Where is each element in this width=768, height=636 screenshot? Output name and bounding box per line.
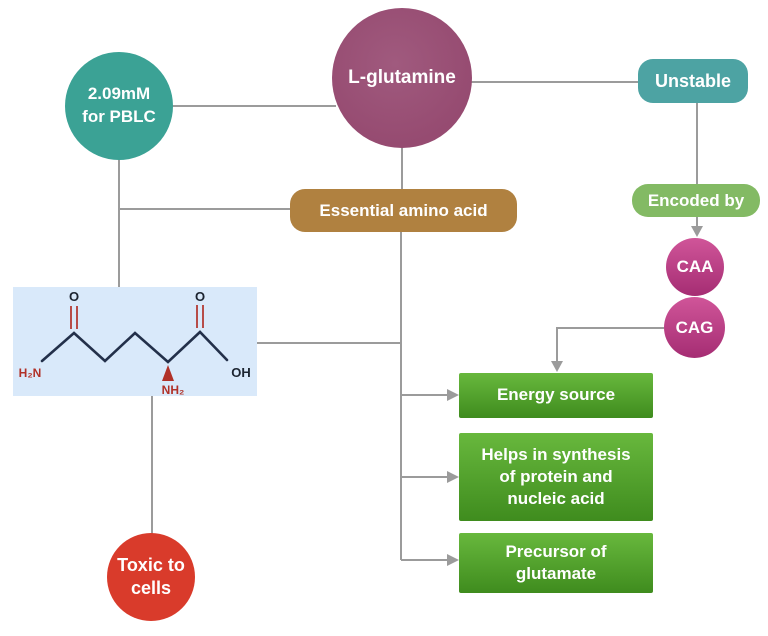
glutamine-structure-drawing: O O H₂N NH₂ OH (19, 289, 251, 396)
encoded-by-label: Encoded by (647, 190, 745, 210)
cag-label: CAG (675, 317, 714, 337)
node-toxic-to-cells: Toxic to cells (107, 533, 195, 621)
pblc-line2: for PBLC (82, 107, 156, 126)
arrowhead-caa (691, 226, 703, 237)
lglutamine-label: L-glutamine (348, 67, 456, 88)
node-concentration-pblc: 2.09mM for PBLC (65, 52, 173, 160)
synthesis-label: Helps in synthesis of protein and nuclei… (481, 444, 631, 509)
atom-o-right: O (195, 289, 205, 304)
atom-o-left: O (69, 289, 79, 304)
arrowhead-precursor (447, 554, 459, 566)
node-essential-amino-acid: Essential amino acid (290, 189, 517, 232)
arrowhead-synthesis (447, 471, 459, 483)
node-energy-source: Energy source (459, 373, 653, 418)
arrowhead-energy (447, 389, 459, 401)
atom-h2n: H₂N (19, 366, 42, 380)
atom-nh2: NH₂ (162, 383, 185, 396)
unstable-label: Unstable (654, 70, 732, 91)
node-codon-cag: CAG (664, 297, 725, 358)
node-synthesis: Helps in synthesis of protein and nuclei… (459, 433, 653, 521)
energy-source-label: Energy source (496, 385, 616, 405)
node-encoded-by: Encoded by (632, 184, 760, 217)
wedge-bond (162, 365, 174, 381)
node-unstable: Unstable (638, 59, 748, 103)
precursor-label: Precursor of glutamate (505, 541, 607, 583)
essential-label: Essential amino acid (319, 200, 488, 220)
pblc-line1: 2.09mM (87, 84, 151, 104)
node-lglutamine: L-glutamine (332, 8, 472, 148)
node-precursor-of-glutamate: Precursor of glutamate (459, 533, 653, 593)
glutamine-structure-panel: O O H₂N NH₂ OH (13, 287, 257, 396)
toxic-line2: cells (130, 578, 172, 598)
arrowhead-cag-to-energy (551, 361, 563, 372)
node-codon-caa: CAA (666, 238, 724, 296)
caa-label: CAA (676, 257, 714, 276)
atom-oh: OH (231, 365, 251, 380)
toxic-line1: Toxic to (117, 554, 185, 575)
